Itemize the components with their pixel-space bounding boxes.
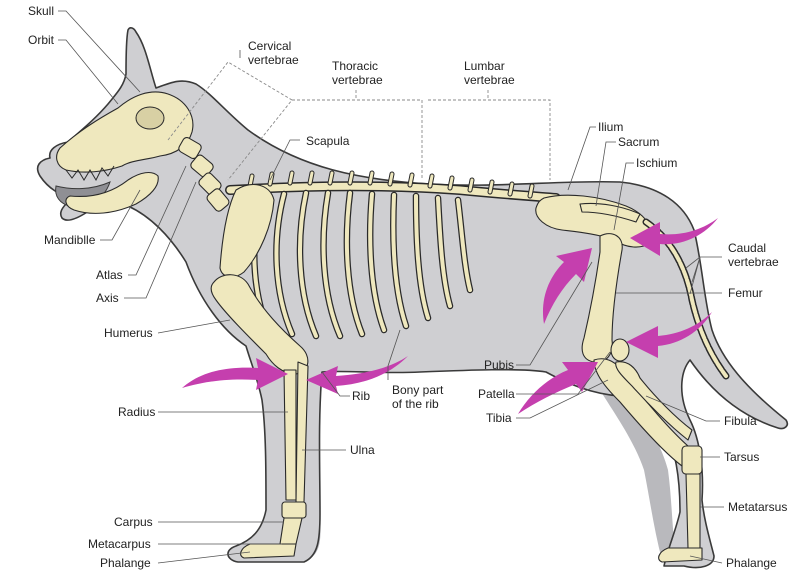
far-hind-leg <box>600 380 676 560</box>
label-sacrum: Sacrum <box>618 135 659 149</box>
spine <box>225 170 561 203</box>
elbow-arrow-left <box>182 358 288 390</box>
hip-arrow <box>630 218 718 256</box>
label-rib: Rib <box>352 389 370 403</box>
label-lumbar-2: vertebrae <box>464 73 515 87</box>
femur <box>581 233 623 363</box>
mandible <box>65 171 159 214</box>
skeleton <box>56 91 730 563</box>
label-tarsus: Tarsus <box>724 450 759 464</box>
label-caudal-2: vertebrae <box>728 255 779 269</box>
carpus <box>281 501 307 519</box>
label-thoracic-2: vertebrae <box>332 73 383 87</box>
label-patella: Patella <box>478 387 515 401</box>
front-phalange <box>240 543 297 559</box>
knee-arrow <box>626 312 712 358</box>
label-lumbar-1: Lumbar <box>464 59 505 73</box>
metatarsus <box>685 473 701 549</box>
label-thoracic-1: Thoracic <box>332 59 378 73</box>
orbit-socket <box>135 106 165 130</box>
label-orbit: Orbit <box>28 33 55 47</box>
cervical-vertebrae <box>178 136 230 212</box>
sacrum <box>579 202 641 223</box>
upper-teeth <box>65 165 115 182</box>
label-ischium: Ischium <box>636 156 677 170</box>
label-radius: Radius <box>118 405 155 419</box>
label-ilium: Ilium <box>598 120 623 134</box>
label-bony-part-1: Bony part <box>392 383 444 397</box>
label-atlas: Atlas <box>96 268 123 282</box>
knee-arrow-lower <box>518 362 598 414</box>
label-mandible: Mandiblle <box>44 233 96 247</box>
label-femur: Femur <box>728 286 763 300</box>
label-phalange-hind: Phalange <box>726 556 777 570</box>
label-axis: Axis <box>96 291 119 305</box>
label-skull: Skull <box>28 4 54 18</box>
label-metacarpus: Metacarpus <box>88 537 151 551</box>
label-fibula: Fibula <box>724 414 757 428</box>
label-bony-part-2: of the rib <box>392 397 439 411</box>
tarsus <box>681 445 703 475</box>
label-caudal-1: Caudal <box>728 241 766 255</box>
leader-lines <box>58 10 724 564</box>
label-phalange-front: Phalange <box>100 556 151 570</box>
hind-phalange <box>658 547 703 563</box>
label-cervical-2: vertebrae <box>248 53 299 67</box>
hip-arrow-lower <box>542 248 592 324</box>
vertebrae-brackets <box>167 61 551 181</box>
fibula <box>615 361 693 441</box>
patella <box>610 338 630 362</box>
label-metatarsus: Metatarsus <box>728 500 787 514</box>
label-humerus: Humerus <box>104 326 153 340</box>
label-ulna: Ulna <box>350 443 375 457</box>
scapula <box>219 184 275 278</box>
label-carpus: Carpus <box>114 515 153 529</box>
label-pubis: Pubis <box>484 358 514 372</box>
label-cervical-1: Cervical <box>248 39 291 53</box>
label-tibia: Tibia <box>486 411 512 425</box>
radius <box>283 369 297 501</box>
labels: Skull Orbit Cervical vertebrae Thoracic … <box>28 4 787 570</box>
label-scapula: Scapula <box>306 134 350 148</box>
